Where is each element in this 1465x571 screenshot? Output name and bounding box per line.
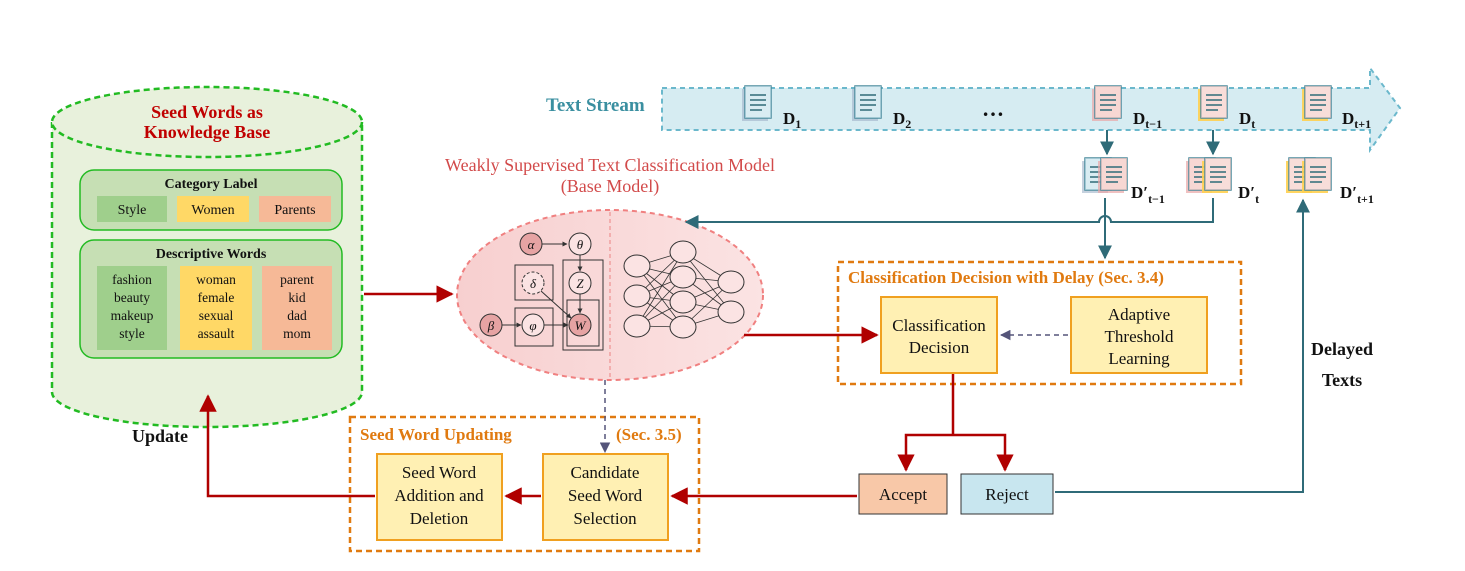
category-women-label: Women: [191, 203, 234, 218]
svg-text:D′t: D′t: [1238, 183, 1259, 206]
category-parents-label: Parents: [274, 203, 315, 218]
text-stream: Text Stream D1 D2 … Dt−1 Dt Dt+1: [546, 65, 1402, 154]
addition-deletion-box: [376, 453, 503, 541]
doc-d1: D1: [741, 85, 801, 131]
svg-text:Dt−1: Dt−1: [1133, 109, 1162, 131]
descriptive-women-box: [180, 266, 252, 350]
svg-text:D2: D2: [893, 109, 911, 131]
accept-box: [858, 473, 948, 515]
category-style-label: Style: [118, 203, 147, 218]
delayed-doc-dt: D′t: [1185, 157, 1259, 206]
adaptive-threshold-line1: Adaptive: [1108, 305, 1170, 324]
desc-word: mom: [283, 326, 311, 341]
neural-network: [623, 240, 745, 339]
w-label: W: [575, 318, 587, 333]
desc-word: fashion: [112, 272, 152, 287]
update-kb-arrow: [199, 394, 375, 498]
reject-box: [960, 473, 1054, 515]
stream-ellipsis: …: [982, 96, 1004, 121]
delayed-texts-line1: Delayed: [1311, 339, 1373, 359]
desc-word: woman: [196, 272, 236, 287]
z-label: Z: [576, 276, 584, 291]
category-style: [97, 196, 167, 222]
category-label-title: Category Label: [165, 177, 258, 192]
accept-label: Accept: [879, 485, 927, 504]
svg-text:Dt: Dt: [1239, 109, 1255, 131]
update-label: Update: [132, 426, 188, 446]
addition-deletion-line1: Seed Word: [402, 463, 477, 482]
desc-word: female: [198, 290, 235, 305]
classification-decision-line2: Decision: [909, 338, 970, 357]
reject-to-delayed-arrow: [1055, 198, 1310, 493]
candidate-selection-box: [542, 453, 669, 541]
theta-label: θ: [577, 237, 584, 252]
svg-text:D′t−1: D′t−1: [1131, 183, 1165, 206]
desc-word: assault: [198, 326, 235, 341]
stream-label: Text Stream: [546, 95, 645, 116]
category-parents: [259, 196, 331, 222]
svg-text:D1: D1: [783, 109, 801, 131]
model-title-line2: (Base Model): [561, 176, 659, 197]
descriptive-style-box: [97, 266, 167, 350]
descriptive-title: Descriptive Words: [156, 247, 267, 262]
svg-text:Dt+1: Dt+1: [1342, 109, 1371, 131]
doc-dt: Dt: [1197, 85, 1255, 131]
classification-decision-box: [880, 296, 998, 374]
classification-decision-line1: Classification: [892, 316, 986, 335]
decision-split-arrows: [904, 374, 1007, 470]
kb-title-line2: Knowledge Base: [144, 122, 271, 142]
desc-word: makeup: [111, 308, 154, 323]
reject-label: Reject: [985, 485, 1029, 504]
delta-label: δ: [530, 276, 537, 291]
delayed-texts-line2: Texts: [1322, 370, 1362, 390]
doc-dt+1: Dt+1: [1301, 85, 1371, 131]
knowledge-base: Seed Words as Knowledge Base Category La…: [50, 85, 364, 429]
w-node: [568, 313, 592, 337]
delayed-doc-dt-1: D′t−1: [1081, 157, 1165, 206]
doc-d2: D2: [851, 85, 911, 131]
desc-word: dad: [287, 308, 307, 323]
decision-block: Classification Decision with Delay (Sec.…: [836, 260, 1243, 386]
desc-word: beauty: [114, 290, 150, 305]
addition-deletion-line3: Deletion: [410, 509, 469, 528]
topic-graphical-model: α θ δ Z β φ W: [479, 232, 604, 351]
candidate-selection-line2: Seed Word: [568, 486, 643, 505]
delayed-to-model-arrow: [684, 198, 1214, 229]
adaptive-threshold-line3: Learning: [1108, 349, 1170, 368]
delta-node: [521, 271, 545, 295]
adaptive-threshold-line2: Threshold: [1105, 327, 1174, 346]
seed-update-frame: [348, 415, 701, 553]
decision-frame: [836, 260, 1243, 386]
desc-word: parent: [280, 272, 314, 287]
beta-label: β: [487, 318, 495, 333]
delayed-doc-dt+1: D′t+1: [1285, 157, 1374, 206]
decision-title: Classification Decision with Delay (Sec.…: [848, 268, 1164, 287]
desc-word: style: [119, 326, 145, 341]
model-title-line1: Weakly Supervised Text Classification Mo…: [445, 155, 775, 175]
addition-deletion-line2: Addition and: [394, 486, 484, 505]
stream-arrow: [661, 65, 1402, 154]
doc-dt-1: Dt−1: [1091, 85, 1162, 131]
kb-title-line1: Seed Words as: [151, 102, 263, 122]
base-model: Weakly Supervised Text Classification Mo…: [445, 155, 775, 381]
alpha-label: α: [528, 237, 536, 252]
svg-text:D′t+1: D′t+1: [1340, 183, 1374, 206]
desc-word: kid: [288, 290, 306, 305]
category-women: [177, 196, 249, 222]
adaptive-threshold-box: [1070, 296, 1208, 374]
seed-update-title: Seed Word Updating: [360, 425, 512, 444]
candidate-selection-line3: Selection: [573, 509, 637, 528]
seed-word-updating: Seed Word Updating (Sec. 3.5) Seed Word …: [348, 415, 701, 553]
candidate-selection-line1: Candidate: [571, 463, 640, 482]
descriptive-parents-box: [262, 266, 332, 350]
phi-label: φ: [529, 318, 536, 333]
seed-update-sec: (Sec. 3.5): [616, 425, 682, 444]
desc-word: sexual: [199, 308, 234, 323]
